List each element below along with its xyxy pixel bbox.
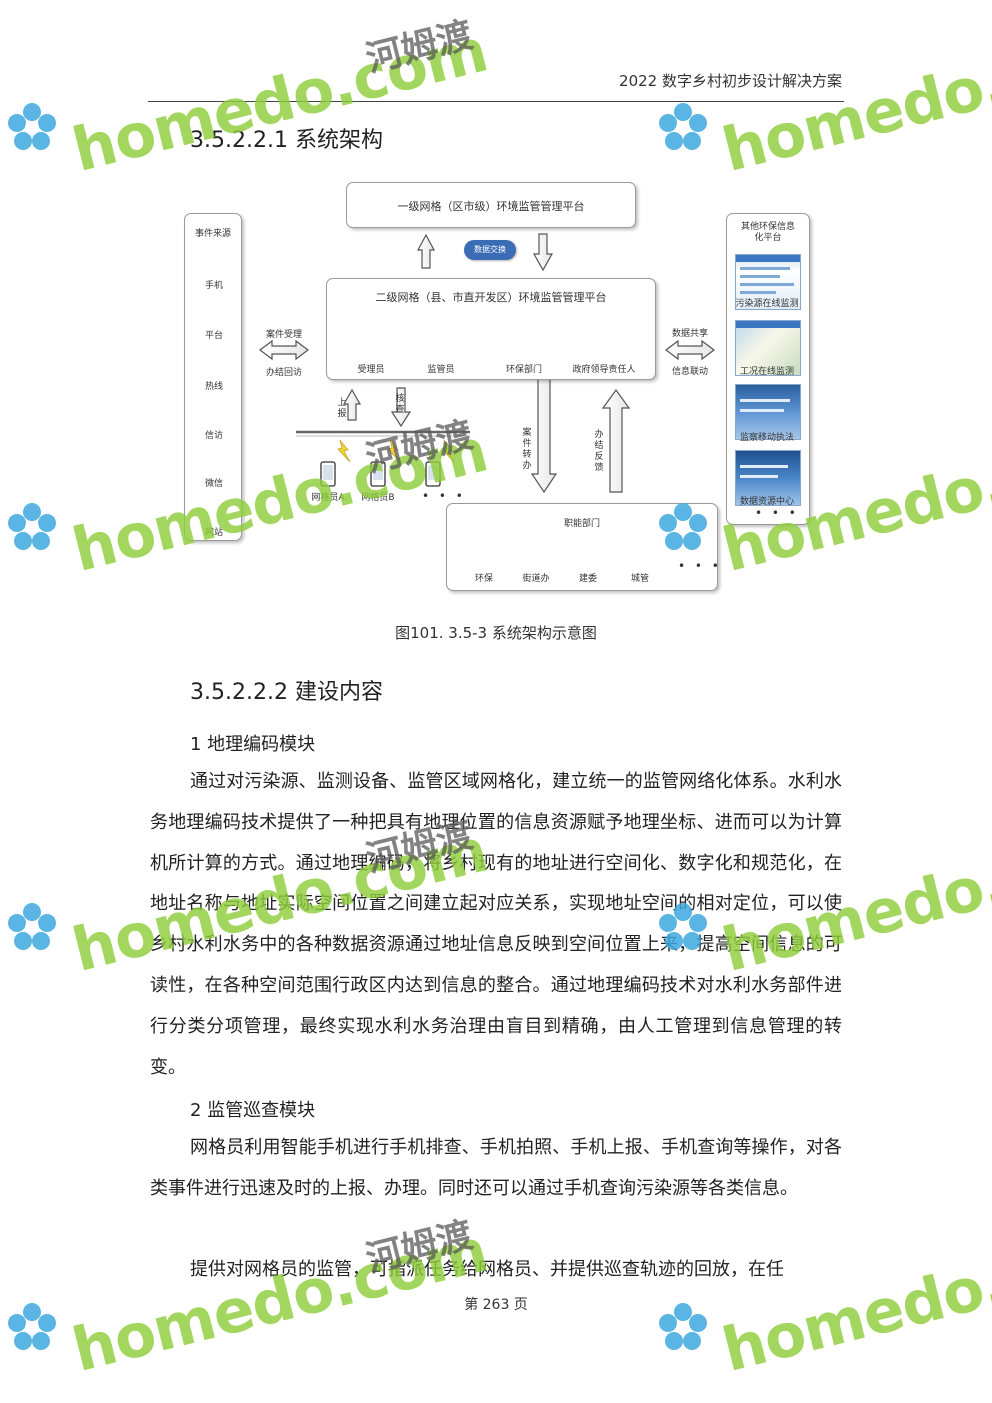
- flower-logo-icon: [8, 903, 56, 950]
- other-platforms-title: 其他环保信息化平台: [740, 222, 795, 243]
- source-label: 信访: [204, 431, 223, 441]
- source-label: 平台: [204, 331, 223, 341]
- mobile-phone-icon: [370, 461, 386, 487]
- case-accept-label: 案件受理: [265, 330, 302, 340]
- role-label: 受理员: [357, 365, 385, 375]
- case-transfer-label: 案件转办: [522, 428, 532, 471]
- header-rule: [148, 101, 844, 102]
- case-close-label: 办结回访: [265, 368, 302, 378]
- role-label: 政府领导责任人: [572, 365, 636, 375]
- architecture-diagram: 一级网格（区市级）环境监管管理平台 数据交换 二级网格（县、市直开发区）环境监管…: [0, 0, 992, 620]
- grid-worker-label: 网格员A: [311, 493, 345, 503]
- mid-platform-label: 二级网格（县、市直开发区）环境监管管理平台: [375, 291, 607, 304]
- info-link-label: 信息联动: [671, 367, 708, 377]
- platform-label: 污染源在线监测: [735, 299, 799, 309]
- arrow-check-down: [390, 387, 412, 428]
- figure-caption: 图101. 3.5-3 系统架构示意图: [395, 624, 597, 642]
- body-paragraph: 通过对污染源、监测设备、监管区域网格化，建立统一的监管网络化体系。水利水务地理编…: [150, 771, 842, 1078]
- mobile-phone-icon: [425, 461, 441, 487]
- arrow-case-transfer-down: [530, 367, 558, 494]
- more-workers-dots: • • •: [422, 489, 466, 503]
- platform-screenshot-thumb: [735, 384, 801, 440]
- department-label: 建委: [578, 574, 597, 584]
- arrow-right-panel-exchange: [665, 339, 715, 361]
- arrow-feedback-up: [601, 388, 631, 493]
- role-label: 监管员: [427, 365, 455, 375]
- department-label: 城管: [630, 574, 649, 584]
- more-platforms-dots: • • •: [755, 506, 799, 520]
- mid-platform-box: 二级网格（县、市直开发区）环境监管管理平台: [326, 278, 656, 380]
- data-exchange-badge: 数据交换: [464, 240, 516, 260]
- event-source-panel: 事件来源: [184, 213, 242, 541]
- page-number: 第 263 页: [464, 1297, 528, 1313]
- source-label: 网站: [204, 528, 223, 538]
- platform-map-thumb: [735, 320, 801, 376]
- body-paragraph: 网格员利用智能手机进行手机排查、手机拍照、手机上报、手机查询等操作，对各类事件进…: [150, 1137, 842, 1199]
- source-label: 微信: [204, 479, 223, 489]
- role-label: 环保部门: [506, 365, 543, 375]
- check-label: 核查: [395, 394, 405, 415]
- top-platform-box: 一级网格（区市级）环境监管管理平台: [346, 182, 636, 228]
- data-share-label: 数据共享: [671, 329, 708, 339]
- source-label: 热线: [204, 382, 223, 392]
- source-label: 手机: [204, 281, 223, 291]
- lightning-icon: [387, 439, 401, 463]
- departments-title: 职能部门: [563, 519, 600, 529]
- platform-label: 数据资源中心: [739, 497, 794, 507]
- section-heading-construction: 3.5.2.2.2 建设内容: [190, 680, 383, 705]
- module-heading: 1 地理编码模块: [190, 734, 316, 755]
- platform-label: 工况在线监测: [739, 367, 794, 377]
- platform-screenshot-thumb: [735, 254, 801, 310]
- section-heading-architecture: 3.5.2.2.1 系统架构: [190, 128, 383, 153]
- running-header: 2022 数字乡村初步设计解决方案: [619, 72, 842, 90]
- department-label: 街道办: [522, 574, 550, 584]
- arrow-down-from-top-platform: [532, 233, 554, 272]
- arrow-up-to-top-platform: [417, 233, 435, 269]
- report-up-label: 上报: [337, 398, 347, 419]
- close-feedback-label: 办结反馈: [594, 430, 604, 473]
- arrow-left-panel-exchange: [259, 339, 309, 361]
- platform-label: 监察移动执法: [739, 433, 794, 443]
- top-platform-label: 一级网格（区市级）环境监管管理平台: [397, 200, 585, 213]
- body-paragraph: 提供对网格员的监管，可指派任务给网格员、并提供巡查轨迹的回放，在任: [190, 1259, 784, 1280]
- arrow-report-up: [342, 388, 362, 421]
- more-departments-dots: • • •: [678, 559, 722, 573]
- module-heading: 2 监管巡查模块: [190, 1100, 316, 1121]
- mobile-phone-icon: [320, 461, 336, 487]
- department-label: 环保: [474, 574, 493, 584]
- grid-worker-label: 网格员B: [361, 493, 395, 503]
- lightning-icon: [441, 439, 455, 463]
- lightning-icon: [337, 439, 351, 463]
- platform-screenshot-thumb: [735, 450, 801, 506]
- event-source-title: 事件来源: [194, 229, 231, 239]
